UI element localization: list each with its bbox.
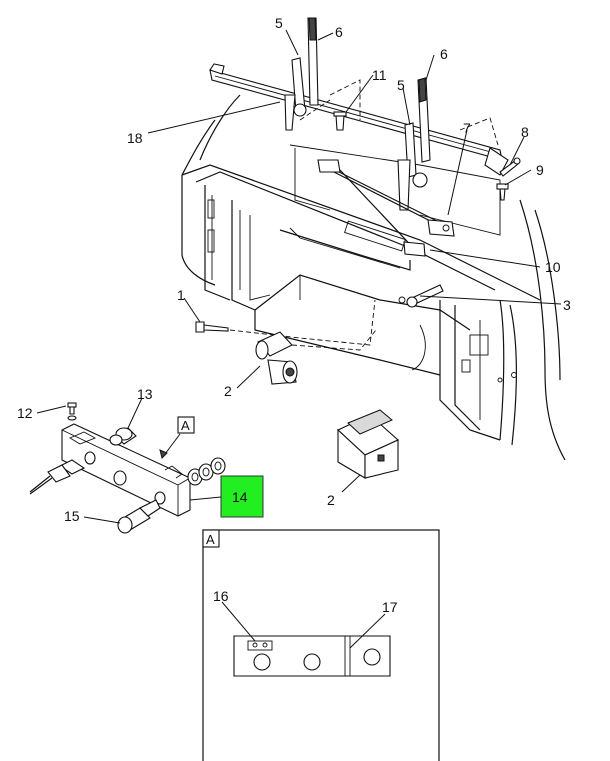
callout-16[interactable]: 16 [213,588,229,604]
bracket-plate-14 [61,423,191,517]
callout-5-right[interactable]: 5 [397,77,405,93]
screw-11 [333,111,347,131]
grommet-rings [187,457,226,486]
callout-3[interactable]: 3 [563,297,571,313]
cylinder-2-upper [255,329,377,385]
callout-17[interactable]: 17 [382,599,398,615]
callout-14[interactable]: 14 [232,489,248,505]
relay-bracket-2 [337,409,399,479]
callout-labels: 5 6 6 5 11 18 7 8 9 10 3 1 2 2 12 13 15 … [17,15,571,615]
callout-9[interactable]: 9 [536,162,544,178]
callout-8[interactable]: 8 [521,124,529,140]
callout-1[interactable]: 1 [177,287,185,303]
screw-12 [67,402,77,421]
callout-14-highlight[interactable] [220,475,264,518]
wiper-arm-left [284,17,319,131]
callout-12[interactable]: 12 [17,405,33,421]
callout-5-left[interactable]: 5 [275,15,283,31]
callout-6-right[interactable]: 6 [440,46,448,62]
bolt-3 [398,284,444,308]
callout-15[interactable]: 15 [64,508,80,524]
callout-6-left[interactable]: 6 [335,24,343,40]
callout-2-upper[interactable]: 2 [224,383,232,399]
connector-15 [117,499,161,534]
view-a-marker: A [159,416,195,459]
callout-2-lower[interactable]: 2 [327,492,335,508]
wiper-motor-linkage [317,159,455,257]
detail-a-title: A [206,532,215,547]
sensor-probe [29,459,86,495]
plug-13 [109,427,137,446]
detail-a-box: A [202,529,440,761]
cab-dash-panel [181,94,566,461]
leader-lines [36,29,562,649]
callout-13[interactable]: 13 [137,386,153,402]
callout-11[interactable]: 11 [372,67,387,83]
pin-1 [195,299,376,346]
wiper-pivot-reference-lines [299,79,499,146]
callout-10[interactable]: 10 [545,259,561,275]
wiper-arm-right [397,77,431,211]
callout-18[interactable]: 18 [127,130,143,146]
callout-7[interactable]: 7 [463,120,471,136]
view-a-marker-label: A [181,418,190,433]
screw-9 [496,183,509,201]
